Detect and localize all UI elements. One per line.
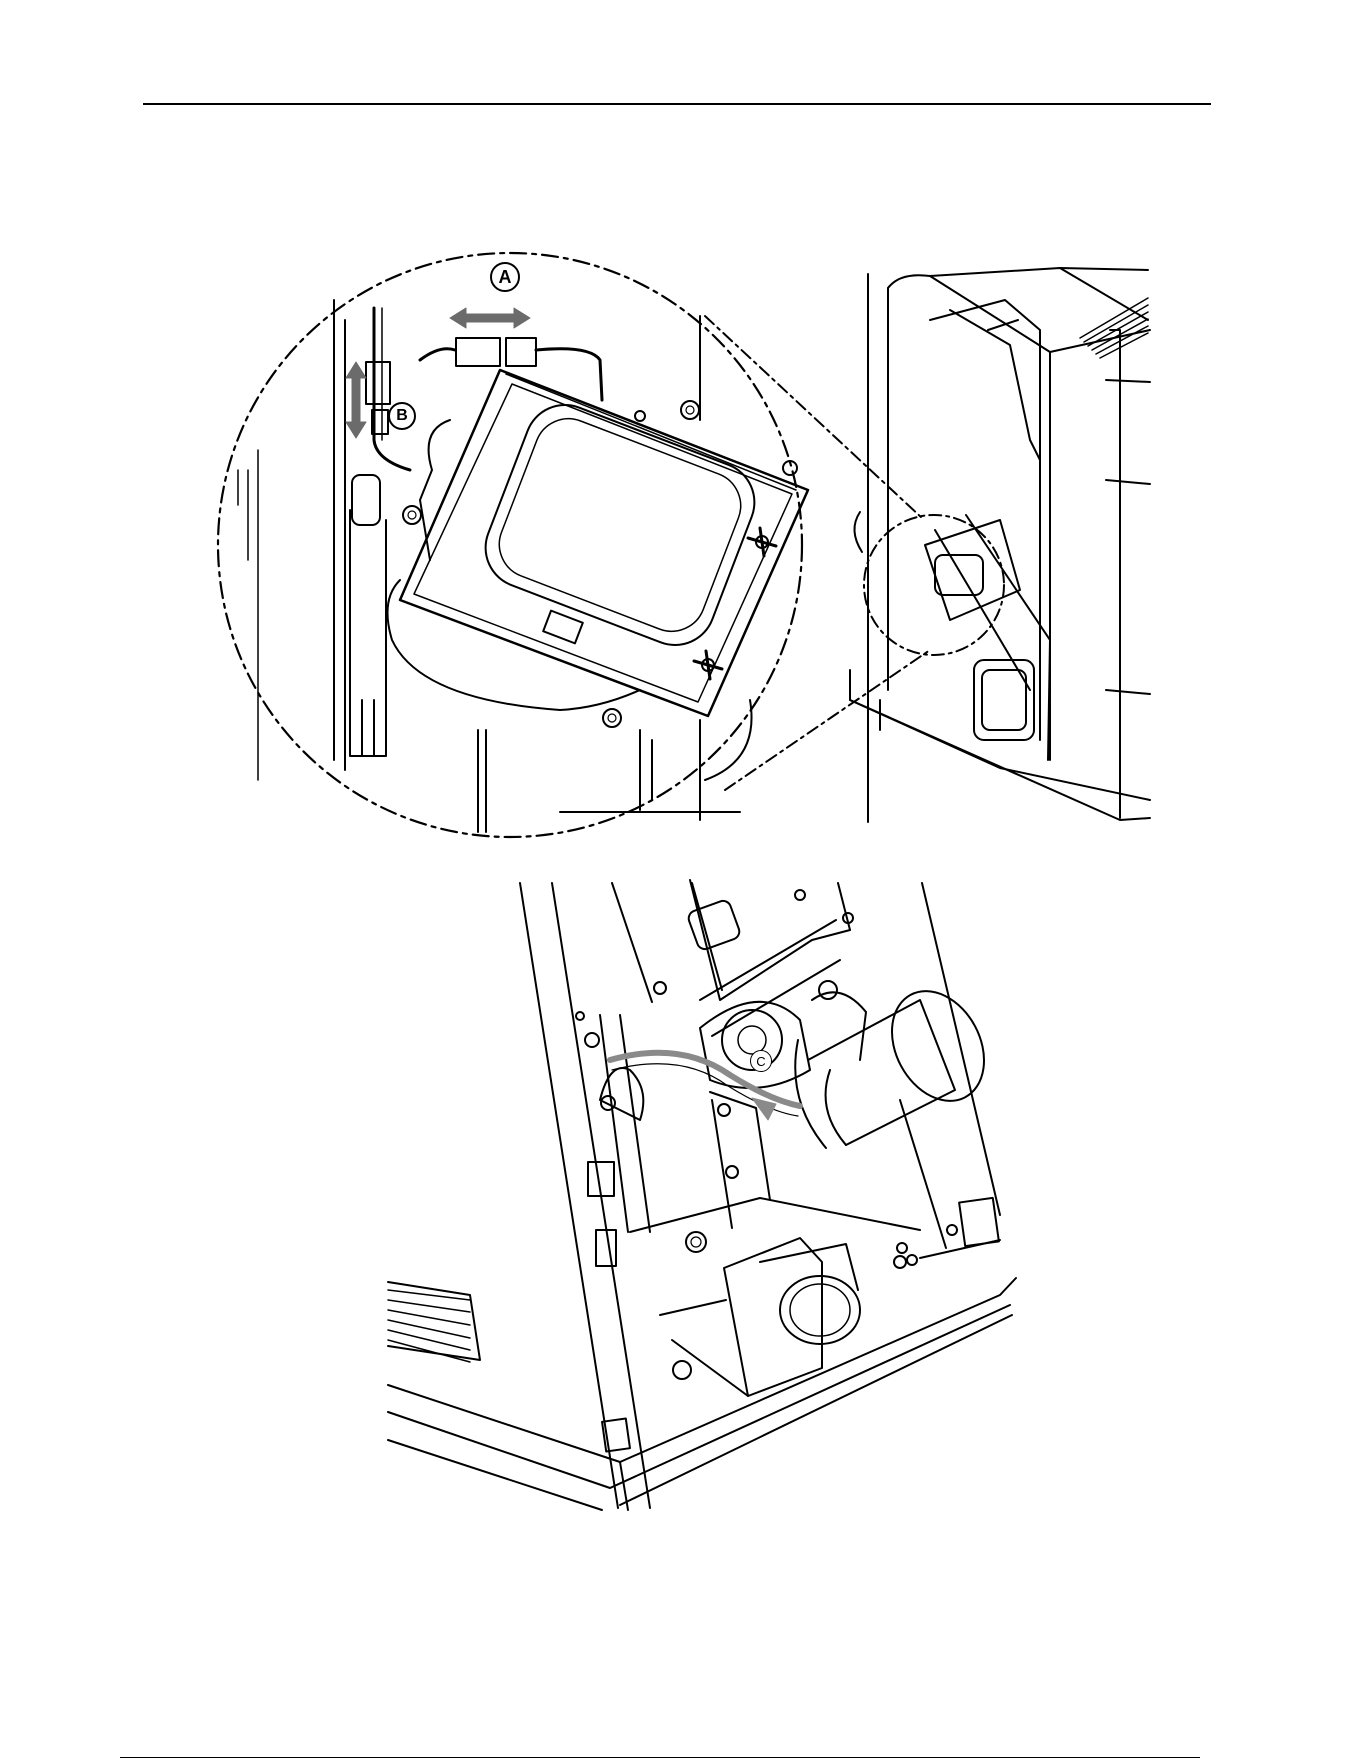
unit-exterior-view	[850, 268, 1150, 822]
unit-rear-view	[388, 880, 1016, 1510]
callout-c: C	[750, 1050, 772, 1072]
burner-door	[400, 370, 808, 716]
callout-a: A	[490, 262, 520, 292]
zoom-leader-top	[705, 316, 922, 518]
footer-rule	[120, 1757, 1200, 1758]
callout-b-label: B	[396, 408, 408, 424]
callout-b: B	[388, 402, 416, 430]
zoom-leader-bottom	[725, 650, 930, 790]
double-arrow-horizontal-icon	[450, 308, 530, 328]
wing-nut	[694, 651, 722, 679]
double-arrow-vertical-icon	[346, 362, 366, 438]
vent-grille	[388, 1290, 470, 1362]
vent-grille	[1080, 298, 1148, 358]
wing-nut	[748, 528, 776, 556]
callout-a-label: A	[499, 268, 512, 286]
callout-c-label: C	[756, 1055, 765, 1068]
exhaust-pipe	[795, 975, 1002, 1148]
detail-magnifier	[218, 253, 808, 837]
